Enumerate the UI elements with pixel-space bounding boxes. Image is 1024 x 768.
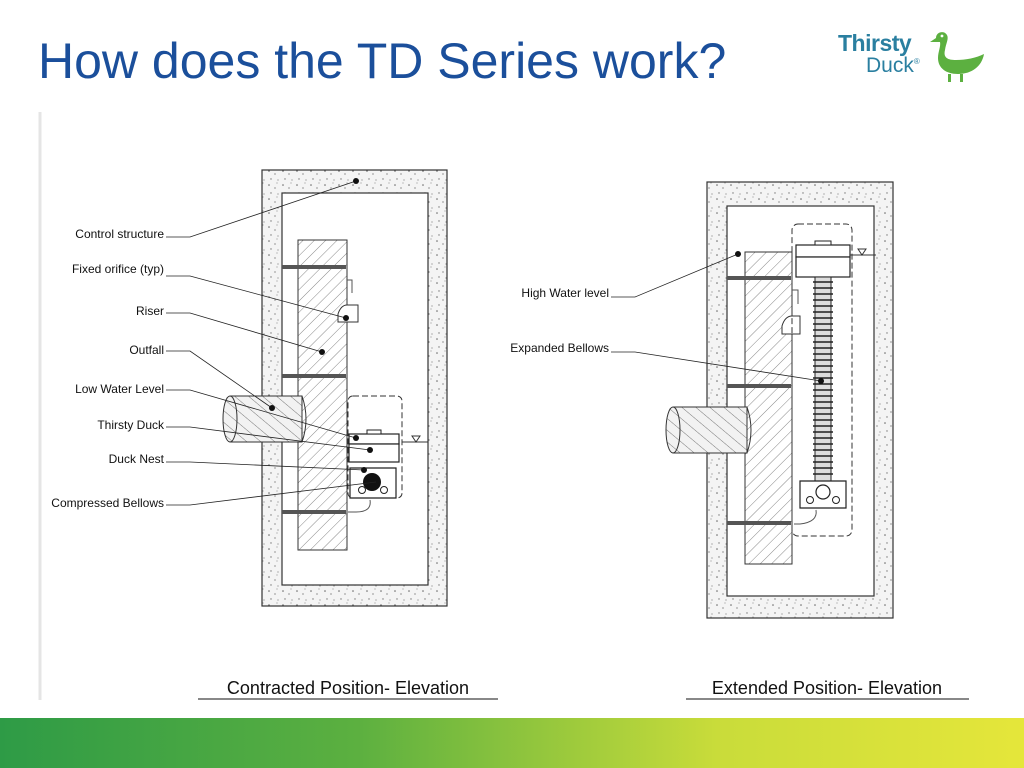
leader-lines-right [611, 253, 822, 382]
fixed-orifice-right [781, 315, 801, 335]
thirsty-duck-float-right [795, 240, 851, 278]
label-duck-nest: Duck Nest [109, 452, 165, 466]
label-thirsty-duck: Thirsty Duck [97, 418, 165, 432]
riser [297, 239, 348, 551]
label-fixed-orifice: Fixed orifice (typ) [72, 262, 164, 276]
slide-title: How does the TD Series work? [38, 33, 727, 89]
caption-contracted: Contracted Position- Elevation [227, 678, 469, 698]
label-outfall: Outfall [129, 343, 164, 357]
duck-nest [349, 467, 397, 499]
elevation-diagrams: Control structure Fixed orifice (typ) Ri… [38, 112, 969, 700]
contracted-position-diagram: Control structure Fixed orifice (typ) Ri… [51, 169, 498, 700]
thirsty-duck-float [348, 429, 400, 463]
fixed-orifice-bars [282, 265, 346, 514]
label-control-structure: Control structure [75, 227, 164, 241]
duck-nest-right [799, 480, 847, 509]
label-expanded-bellows: Expanded Bellows [510, 341, 609, 355]
caption-extended: Extended Position- Elevation [712, 678, 942, 698]
label-low-water-level: Low Water Level [75, 382, 164, 396]
water-level-symbol [402, 435, 428, 443]
leader-dots-left [269, 178, 373, 473]
leader-lines-left [166, 180, 377, 506]
logo-text-thirsty: Thirsty [838, 30, 912, 56]
logo-text-duck: Duck® [866, 54, 920, 77]
riser-right [744, 251, 793, 565]
outfall-pipe-right [665, 406, 752, 454]
label-high-water-level: High Water level [521, 286, 609, 300]
fixed-orifice [337, 304, 359, 323]
label-riser: Riser [136, 304, 164, 318]
fixed-orifice-bars-right [727, 276, 791, 525]
duck-icon [930, 32, 984, 82]
label-compressed-bellows: Compressed Bellows [51, 496, 164, 510]
water-level-symbol-right [850, 248, 876, 256]
footer-gradient-bar [0, 718, 1024, 768]
duck-housing-dashed-right [791, 223, 853, 537]
thirsty-duck-logo: Thirsty Duck® [838, 26, 988, 86]
extended-position-diagram: High Water level Expanded Bellows Extend… [510, 181, 969, 700]
control-structure-wall [261, 169, 448, 607]
